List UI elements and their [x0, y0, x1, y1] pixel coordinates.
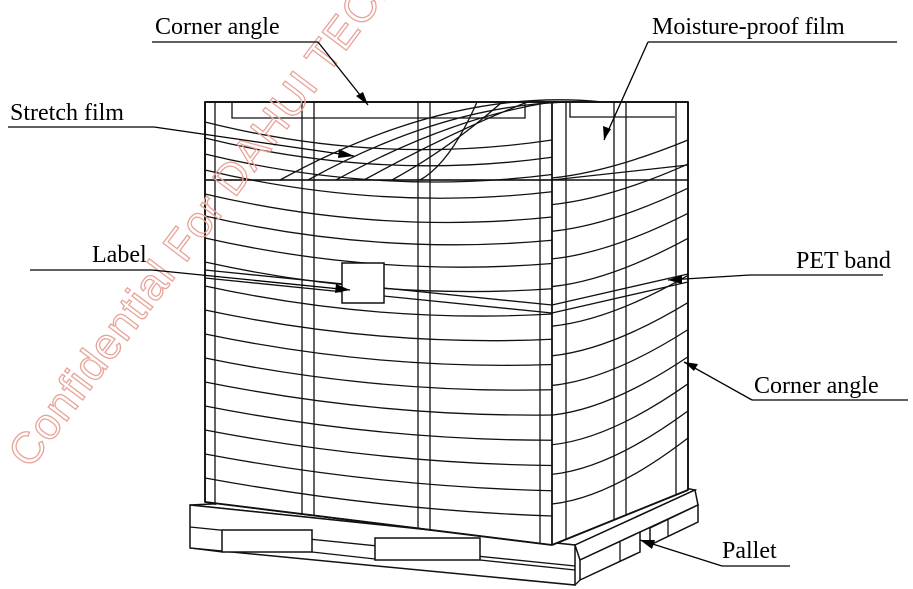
- wrap-line: [204, 405, 553, 441]
- wrap-line: [204, 381, 553, 416]
- stretch-film-label: Stretch film: [10, 100, 124, 126]
- corner-angle-top-label: Corner angle: [155, 14, 280, 40]
- wrap-line: [204, 333, 553, 366]
- pallet-label: Pallet: [722, 538, 777, 564]
- leader-lines: [8, 41, 908, 567]
- wrap-line: [204, 477, 553, 517]
- wrap-line: [335, 101, 553, 181]
- wrap-line: [551, 163, 689, 206]
- wrap-line: [419, 101, 478, 181]
- wrap-line: [279, 99, 604, 181]
- corner-angle-right-label: Corner angle: [754, 373, 879, 399]
- wrap-line: [204, 193, 553, 224]
- wrap-line: [204, 137, 553, 167]
- label-sticker: [341, 262, 385, 304]
- moisture-proof-film-top: [204, 101, 689, 181]
- wrap-line: [204, 121, 553, 151]
- stretch-film-wrap: [204, 99, 604, 517]
- wrap-line: [363, 101, 528, 181]
- wrap-line: [204, 453, 553, 492]
- wrap-line: [307, 101, 578, 181]
- wrap-line: [204, 215, 553, 246]
- moisture-proof-film-label: Moisture-proof film: [652, 14, 845, 40]
- wrap-line: [204, 429, 553, 467]
- wrap-line: [551, 139, 689, 179]
- wrap-line: [391, 101, 503, 181]
- label-label: Label: [92, 242, 147, 268]
- pallet-block: [221, 529, 313, 553]
- wrap-line: [204, 285, 553, 317]
- pet-band-label: PET band: [796, 248, 891, 274]
- wrap-line: [204, 357, 553, 391]
- wrap-line: [204, 309, 553, 342]
- corner-angles: [214, 102, 677, 543]
- pallet-block: [374, 537, 481, 561]
